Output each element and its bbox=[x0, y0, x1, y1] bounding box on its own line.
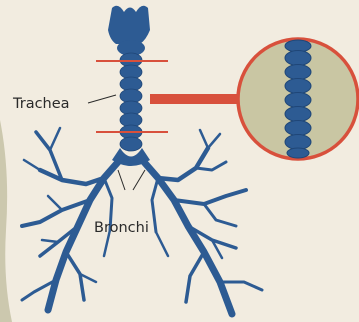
magnified-trachea-view bbox=[238, 39, 358, 159]
trachea-rings bbox=[120, 53, 142, 151]
lung-edge-left bbox=[0, 120, 12, 322]
trachea-label: Trachea bbox=[12, 96, 70, 112]
left-bronchial-tree bbox=[22, 128, 118, 310]
right-bronchial-tree bbox=[144, 130, 262, 314]
bronchi-leader-lines bbox=[118, 170, 145, 190]
bronchi-label: Bronchi bbox=[94, 220, 149, 236]
trachea-leader-line bbox=[88, 95, 116, 103]
larynx bbox=[108, 6, 150, 56]
